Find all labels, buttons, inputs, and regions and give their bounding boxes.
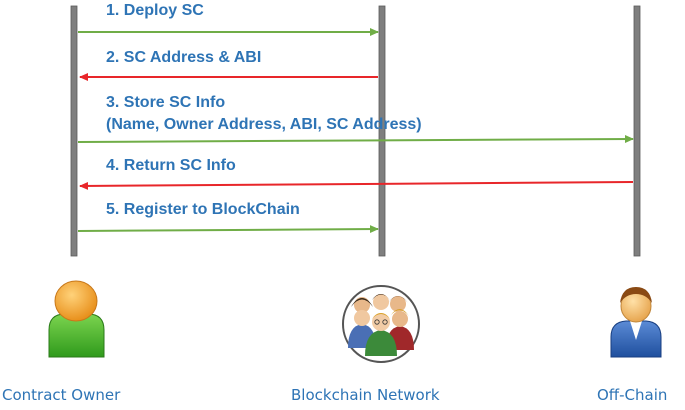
actor-name-off-chain: Off-Chain xyxy=(597,386,668,404)
lifeline-contract-owner xyxy=(70,5,78,257)
actor-name-contract-owner: Contract Owner xyxy=(2,386,121,404)
message-5-label: 5. Register to BlockChain xyxy=(106,201,300,218)
message-3-detail-label: (Name, Owner Address, ABI, SC Address) xyxy=(106,116,422,133)
lifeline-off-chain xyxy=(633,5,641,257)
lifeline-blockchain-network xyxy=(378,5,386,257)
arrow-return-sc-info xyxy=(79,181,634,190)
blockchain-network-group-icon xyxy=(342,285,420,363)
message-1-label: 1. Deploy SC xyxy=(106,2,204,19)
message-3-label: 3. Store SC Info xyxy=(106,94,226,111)
arrow-store-sc-info xyxy=(77,135,634,144)
contract-owner-user-icon xyxy=(48,280,105,358)
actor-name-blockchain-network: Blockchain Network xyxy=(291,386,440,404)
message-4-label: 4. Return SC Info xyxy=(106,157,236,174)
arrow-register-blockchain xyxy=(77,225,379,234)
message-2-label: 2. SC Address & ABI xyxy=(106,49,262,66)
off-chain-user-icon xyxy=(610,287,662,358)
